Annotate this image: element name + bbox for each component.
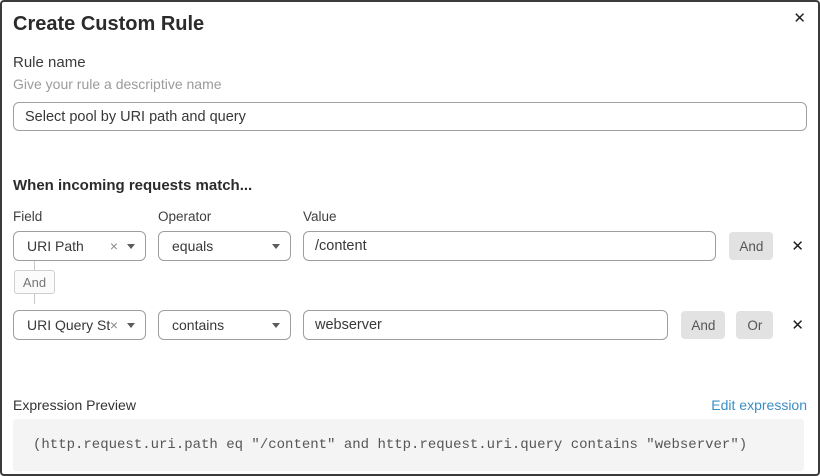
rule-name-input[interactable] [13, 102, 807, 131]
chevron-down-icon [272, 243, 280, 249]
chevron-down-icon [127, 322, 135, 328]
condition-connector: And [13, 261, 807, 304]
match-section-heading: When incoming requests match... [13, 177, 253, 194]
expression-preview-header: Expression Preview Edit expression [13, 397, 807, 414]
and-connector-badge: And [14, 270, 55, 294]
rule-name-label: Rule name [13, 54, 86, 71]
expression-preview-label: Expression Preview [13, 397, 136, 413]
remove-condition-icon[interactable]: ✕ [791, 237, 804, 255]
field-select[interactable]: URI Query St... × [13, 310, 146, 340]
clear-icon[interactable]: × [109, 238, 118, 254]
close-icon[interactable]: ✕ [789, 7, 810, 30]
add-or-condition-button[interactable]: Or [736, 311, 774, 339]
add-and-condition-button[interactable]: And [729, 232, 774, 260]
add-and-condition-button[interactable]: And [681, 311, 726, 339]
field-select-value: URI Query St... [27, 317, 110, 333]
field-select[interactable]: URI Path × [13, 231, 146, 261]
field-column-label: Field [13, 209, 43, 224]
expression-text: (http.request.uri.path eq "/content" and… [33, 437, 748, 453]
operator-select-value: equals [172, 238, 214, 254]
field-select-value: URI Path [27, 238, 84, 254]
rule-name-hint: Give your rule a descriptive name [13, 76, 222, 92]
value-input[interactable] [303, 310, 669, 340]
value-column-label: Value [303, 209, 337, 224]
operator-column-label: Operator [158, 209, 212, 224]
value-input[interactable] [303, 231, 717, 261]
remove-condition-icon[interactable]: ✕ [791, 316, 804, 334]
chevron-down-icon [127, 243, 135, 249]
expression-preview-box: (http.request.uri.path eq "/content" and… [13, 419, 804, 471]
operator-select-value: contains [172, 317, 225, 333]
chevron-down-icon [272, 322, 280, 328]
operator-select[interactable]: contains [158, 310, 291, 340]
operator-select[interactable]: equals [158, 231, 291, 261]
condition-row: URI Query St... × contains And Or ✕ [13, 310, 807, 340]
edit-expression-link[interactable]: Edit expression [711, 397, 807, 413]
clear-icon[interactable]: × [109, 317, 118, 333]
condition-row: URI Path × equals And ✕ [13, 231, 807, 261]
condition-column-labels: Field Operator Value [13, 209, 807, 225]
page-title: Create Custom Rule [13, 13, 205, 35]
